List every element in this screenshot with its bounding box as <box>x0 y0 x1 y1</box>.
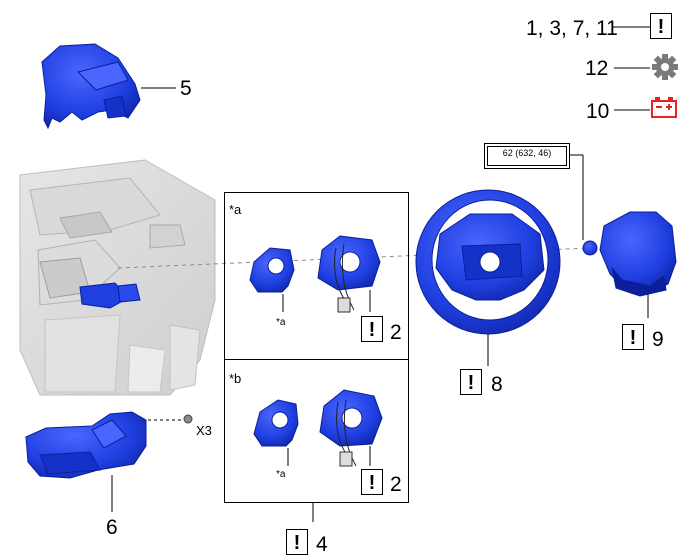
callout-a-top: *a <box>276 317 286 328</box>
dashboard-illustration <box>19 159 216 396</box>
caution-box-steps: ! <box>650 13 672 39</box>
panel-a-parts <box>249 235 381 313</box>
step-numbers-label: 1, 3, 7, 11 <box>526 17 618 40</box>
caution-box-2-top: ! <box>361 316 383 342</box>
part-label-12: 12 <box>585 57 609 80</box>
part-label-2-bottom: 2 <box>390 473 402 496</box>
panel-b-title: *b <box>229 371 242 386</box>
horn-button-assembly <box>599 211 677 297</box>
caution-box-4: ! <box>286 529 308 555</box>
caution-box-8: ! <box>460 369 482 395</box>
caution-box-9: ! <box>622 324 644 350</box>
upper-column-cover <box>41 43 141 130</box>
panel-a-title: *a <box>229 202 242 217</box>
caution-box-2-bottom: ! <box>361 469 383 495</box>
part-label-2-top: 2 <box>390 321 402 344</box>
part-label-9: 9 <box>652 328 664 351</box>
coordinate-tag: 62 (632, 46) <box>484 143 570 169</box>
steering-wheel <box>415 189 561 335</box>
callout-a-bottom: *a <box>276 469 286 480</box>
part-label-4: 4 <box>316 533 328 556</box>
screw-icon <box>183 414 193 424</box>
panel-b-parts <box>253 389 383 467</box>
steering-wheel-nut <box>582 240 598 256</box>
lower-column-cover <box>25 411 147 479</box>
panel-b-frame <box>224 359 409 503</box>
part-label-6: 6 <box>106 516 118 539</box>
part-label-10: 10 <box>586 100 610 123</box>
bolt-count-label: X3 <box>196 423 212 438</box>
part-label-5: 5 <box>180 77 192 100</box>
coordinate-tag-text: 62 (632, 46) <box>487 146 567 166</box>
part-label-8: 8 <box>491 373 503 396</box>
battery-icon <box>651 97 677 118</box>
gear-icon <box>652 54 678 80</box>
